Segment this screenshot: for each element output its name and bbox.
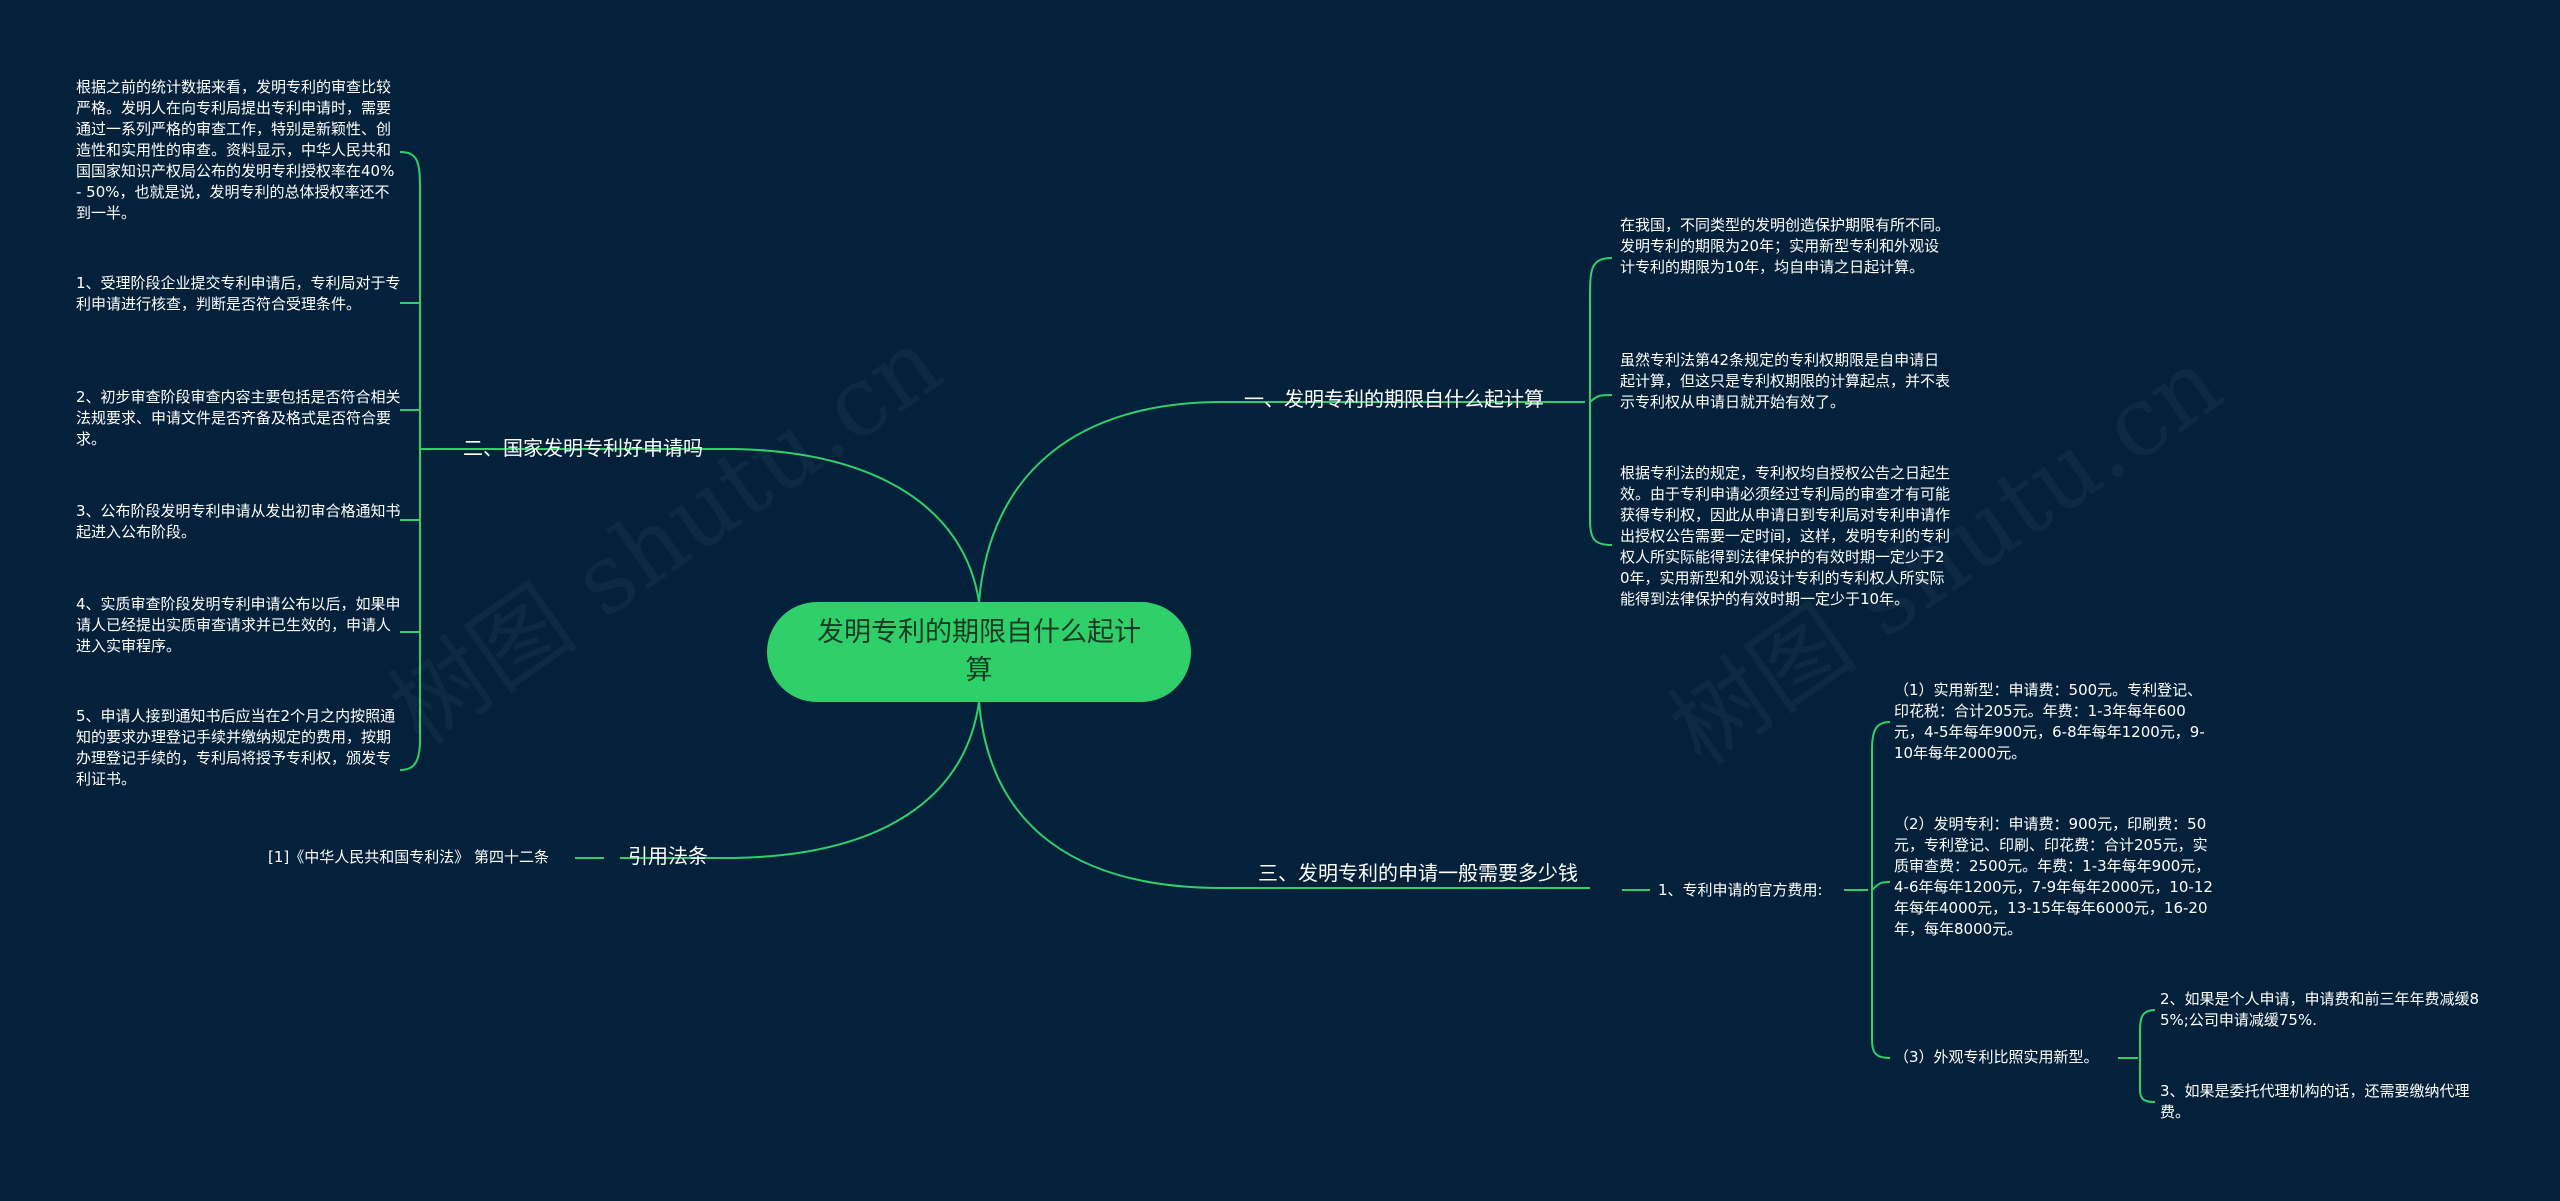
line-root-b3 <box>978 701 1223 889</box>
root-label: 发明专利的期限自什么起计算 <box>817 617 1141 686</box>
leaf-node[interactable]: 3、公布阶段发明专利申请从发出初审合格通知书起进入公布阶段。 <box>76 502 401 541</box>
leaf-node[interactable]: 在我国，不同类型的发明创造保护期限有所不同。发明专利的期限为20年；实用新型专利… <box>1620 216 1951 276</box>
line-root-b4 <box>734 701 980 859</box>
leaf-node[interactable]: [1]《中华人民共和国专利法》 第四十二条 <box>268 848 550 866</box>
branch-node-b1[interactable]: 一、发明专利的期限自什么起计算 <box>1244 385 1544 414</box>
leaf-node[interactable]: 根据之前的统计数据来看，发明专利的审查比较严格。发明人在向专利局提出专利申请时，… <box>76 78 395 222</box>
bracket-sub <box>1844 721 1891 1059</box>
branch-label: 引用法条 <box>628 844 708 868</box>
branch-label: 二、国家发明专利好申请吗 <box>463 436 703 460</box>
line-root-b2 <box>734 448 980 603</box>
branch-node-b2[interactable]: 二、国家发明专利好申请吗 <box>463 434 703 463</box>
leaf-node[interactable]: 2、初步审查阶段审查内容主要包括是否符合相关法规要求、申请文件是否齐备及格式是否… <box>76 388 401 448</box>
leaf-node[interactable]: （1）实用新型：申请费：500元。专利登记、印花税：合计205元。年费：1-3年… <box>1894 681 2205 762</box>
leaf-node[interactable]: 根据专利法的规定，专利权均自授权公告之日起生效。由于专利申请必须经过专利局的审查… <box>1620 464 1951 608</box>
sub-node-fees[interactable]: 1、专利申请的官方费用: <box>1658 881 1823 899</box>
leaf-node[interactable]: 2、如果是个人申请，申请费和前三年年费减缓85%;公司申请减缓75%. <box>2160 990 2480 1029</box>
leaf-node[interactable]: （3）外观专利比照实用新型。 <box>1894 1048 2099 1066</box>
leaf-node[interactable]: 4、实质审查阶段发明专利申请公布以后，如果申请人已经提出实质审查请求并已生效的，… <box>76 595 401 655</box>
root-node[interactable]: 发明专利的期限自什么起计算 <box>767 602 1191 702</box>
line-root-b1 <box>978 401 1223 603</box>
leaf-node[interactable]: 虽然专利法第42条规定的专利权期限是自申请日起计算，但这只是专利权期限的计算起点… <box>1620 351 1951 411</box>
branch-node-b4[interactable]: 引用法条 <box>628 842 708 871</box>
branch-label: 三、发明专利的申请一般需要多少钱 <box>1258 861 1578 885</box>
branch-node-b3[interactable]: 三、发明专利的申请一般需要多少钱 <box>1258 859 1598 888</box>
branch-label: 一、发明专利的期限自什么起计算 <box>1244 387 1544 411</box>
bracket-b1 <box>1560 257 1613 546</box>
leaf-node[interactable]: （2）发明专利：申请费：900元，印刷费：50元，专利登记、印刷、印花费：合计2… <box>1894 815 2213 938</box>
bracket-subsub <box>2118 1009 2156 1103</box>
leaf-node[interactable]: 5、申请人接到通知书后应当在2个月之内按照通知的要求办理登记手续并缴纳规定的费用… <box>76 707 396 788</box>
leaf-node[interactable]: 3、如果是委托代理机构的话，还需要缴纳代理费。 <box>2160 1082 2470 1121</box>
bracket-b2 <box>399 151 455 771</box>
leaf-node[interactable]: 1、受理阶段企业提交专利申请后，专利局对于专利申请进行核查，判断是否符合受理条件… <box>76 274 401 313</box>
